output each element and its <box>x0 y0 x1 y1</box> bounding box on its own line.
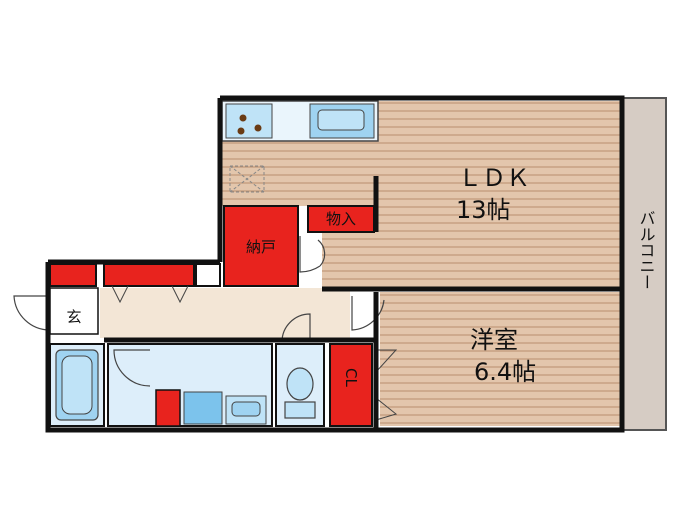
door-swing <box>375 349 398 373</box>
burner-icon <box>237 127 245 135</box>
toilet-bowl <box>286 367 314 401</box>
door-swing <box>351 296 385 331</box>
dining-floor <box>222 140 378 206</box>
door-swing <box>281 313 311 343</box>
western-room-size-label: 6.4帖 <box>474 358 536 386</box>
door-swing <box>375 397 398 421</box>
washing-machine-space <box>183 391 223 425</box>
door-swing <box>171 285 189 304</box>
wall-pillar <box>195 263 221 287</box>
storage-room <box>223 205 299 287</box>
door-swing <box>113 349 151 387</box>
ldk-size-label: 13帖 <box>456 196 511 224</box>
closet-label: CL <box>342 368 360 387</box>
pantry-closet <box>307 205 375 233</box>
entrance-door-swing <box>13 295 51 331</box>
western-room-floor <box>380 292 620 426</box>
bathtub-inner <box>61 355 93 415</box>
pantry-label: 物入 <box>326 210 356 228</box>
ldk-floor <box>376 101 620 289</box>
entrance <box>49 287 99 335</box>
western-room-label: 洋室 <box>470 326 518 354</box>
linen-storage <box>155 389 181 427</box>
door-swing <box>111 285 129 304</box>
entrance-label: 玄 <box>66 308 81 326</box>
wash-basin-bowl <box>231 401 261 417</box>
fridge-space <box>229 165 265 193</box>
walls <box>45 95 625 433</box>
shoe-storage <box>49 263 97 287</box>
ldk-lower-floor <box>322 232 378 289</box>
wall-storage <box>103 263 195 287</box>
burner-icon <box>239 114 247 122</box>
sink-basin <box>317 109 365 131</box>
storage-label: 納戸 <box>246 238 276 256</box>
burner-icon <box>254 124 262 132</box>
stove <box>225 103 273 139</box>
corridor <box>100 288 350 338</box>
toilet-tank <box>284 401 316 419</box>
ldk-label: ＬＤＫ <box>458 164 530 192</box>
balcony-label: バルコニー <box>637 210 656 290</box>
door-swing <box>317 239 326 267</box>
closet <box>329 343 373 427</box>
door-swing <box>299 236 321 273</box>
